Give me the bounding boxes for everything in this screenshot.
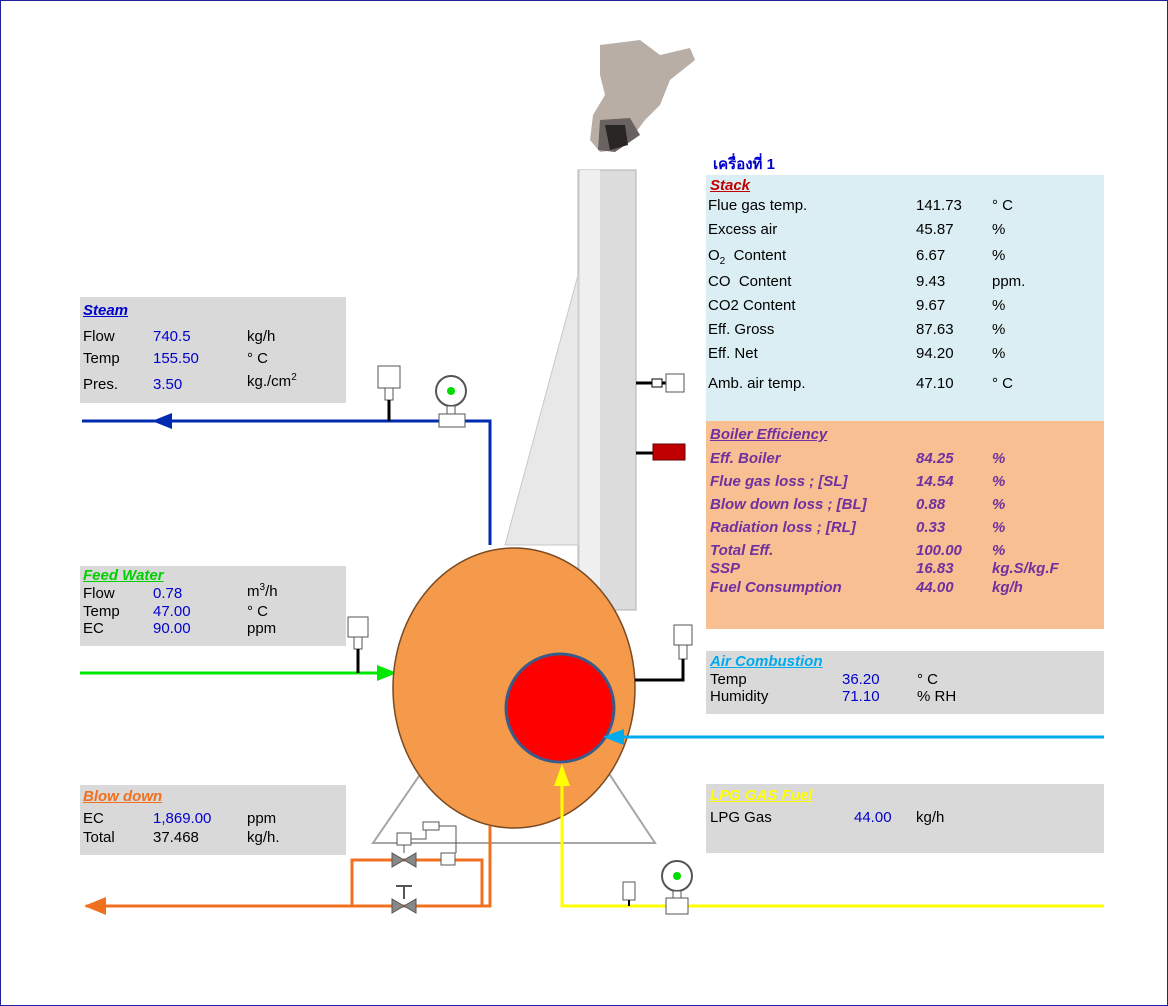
stack-label: Amb. air temp. [708,375,806,392]
stack-unit: % [992,321,1005,338]
stack-value: 94.20 [916,345,954,362]
stack-unit: % [992,345,1005,362]
burner [506,654,614,762]
steam-value: 3.50 [153,376,182,393]
eff-unit: % [992,496,1005,513]
eff-unit: % [992,473,1005,490]
feed-water-title: Feed Water [83,567,164,584]
feed-value: 0.78 [153,585,182,602]
stack-label: O2 Content [708,247,786,267]
stack-label: Eff. Net [708,345,758,362]
lpg-value: 44.00 [854,809,892,826]
steam-unit: ° C [247,350,268,367]
blow-down-panel: Blow down EC 1,869.00 ppm Total 37.468 k… [80,785,346,855]
feed-unit: ° C [247,603,268,620]
lpg-label: LPG Gas [710,809,772,826]
blow-label: Total [83,829,115,846]
steam-label: Pres. [83,376,118,393]
stack-value: 87.63 [916,321,954,338]
eff-unit: kg.S/kg.F [992,560,1059,577]
chimney [505,170,636,610]
eff-value: 100.00 [916,542,962,559]
stack-label: Flue gas temp. [708,197,807,214]
lpg-unit: kg/h [916,809,944,826]
feed-value: 90.00 [153,620,191,637]
eff-label: Total Eff. [710,542,773,559]
eff-unit: kg/h [992,579,1023,596]
air-combustion-title: Air Combustion [710,653,823,670]
unit-title: เครื่องที่ 1 [713,152,775,176]
feed-unit: m3/h [247,582,278,600]
feed-label: Flow [83,585,115,602]
blow-unit: kg/h. [247,829,280,846]
eff-unit: % [992,519,1005,536]
feed-value: 47.00 [153,603,191,620]
stack-panel: Stack Flue gas temp. 141.73 ° C Excess a… [706,175,1104,421]
blow-value: 1,869.00 [153,810,211,827]
stack-unit: % [992,247,1005,264]
boiler-efficiency-title: Boiler Efficiency [710,426,827,443]
lpg-fuel-title: LPG GAS Fuel [710,787,813,804]
eff-value: 44.00 [916,579,954,596]
stack-gas-analyzer [636,444,685,460]
stack-label: Excess air [708,221,777,238]
eff-value: 0.88 [916,496,945,513]
smoke-plume [590,40,695,152]
air-value: 36.20 [842,671,880,688]
eff-value: 16.83 [916,560,954,577]
boiler-efficiency-panel: Boiler Efficiency Eff. Boiler 84.25 % Fl… [706,421,1104,629]
air-unit: % RH [917,688,956,705]
stack-value: 47.10 [916,375,954,392]
steam-unit: kg./cm2 [247,372,297,390]
steam-unit: kg/h [247,328,275,345]
eff-unit: % [992,542,1005,559]
stack-unit: % [992,297,1005,314]
eff-label: SSP [710,560,740,577]
eff-label: Eff. Boiler [710,450,781,467]
stack-unit: ppm. [992,273,1025,290]
blow-unit: ppm [247,810,276,827]
eff-value: 0.33 [916,519,945,536]
air-combustion-panel: Air Combustion Temp 36.20 ° C Humidity 7… [706,651,1104,714]
feed-unit: ppm [247,620,276,637]
air-value: 71.10 [842,688,880,705]
stack-value: 141.73 [916,197,962,214]
eff-unit: % [992,450,1005,467]
stack-label: Eff. Gross [708,321,774,338]
steam-label: Flow [83,328,115,345]
feed-water-panel: Feed Water Flow 0.78 m3/h Temp 47.00 ° C… [80,566,346,646]
eff-label: Blow down loss ; [BL] [710,496,867,513]
stack-unit: ° C [992,197,1013,214]
stack-value: 9.67 [916,297,945,314]
stack-unit: ° C [992,375,1013,392]
steam-label: Temp [83,350,120,367]
air-label: Temp [710,671,747,688]
eff-label: Flue gas loss ; [SL] [710,473,848,490]
feed-label: Temp [83,603,120,620]
stack-unit: % [992,221,1005,238]
stack-value: 45.87 [916,221,954,238]
eff-label: Fuel Consumption [710,579,842,596]
stack-temp-sensor [636,374,684,392]
air-unit: ° C [917,671,938,688]
steam-panel: Steam Flow 740.5 kg/h Temp 155.50 ° C Pr… [80,297,346,403]
air-label: Humidity [710,688,768,705]
lpg-fuel-panel: LPG GAS Fuel LPG Gas 44.00 kg/h [706,784,1104,853]
stack-title: Stack [710,177,750,194]
steam-title: Steam [83,302,128,319]
stack-value: 9.43 [916,273,945,290]
stack-label: CO Content [708,273,791,290]
feed-label: EC [83,620,104,637]
steam-value: 740.5 [153,328,191,345]
blow-value: 37.468 [153,829,199,846]
blow-label: EC [83,810,104,827]
eff-value: 14.54 [916,473,954,490]
steam-value: 155.50 [153,350,199,367]
eff-value: 84.25 [916,450,954,467]
blow-down-title: Blow down [83,788,162,805]
stack-label: CO2 Content [708,297,796,314]
stack-value: 6.67 [916,247,945,264]
eff-label: Radiation loss ; [RL] [710,519,856,536]
